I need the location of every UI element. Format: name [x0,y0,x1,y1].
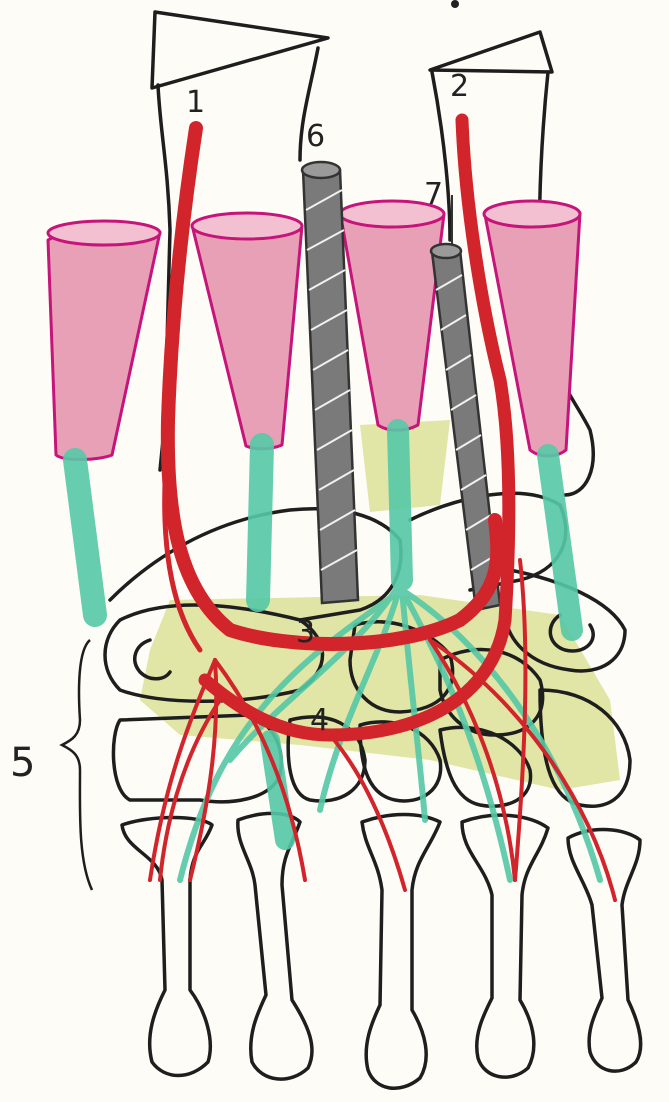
artery-branch-d [330,735,405,890]
muscle-belly-2 [192,215,302,449]
muscle-top-2 [192,213,302,239]
label-6: 6 [306,119,325,154]
label-1: 1 [186,85,205,120]
label-3: 3 [296,615,315,650]
metatarsal-bones [122,813,641,1088]
label-4: 4 [310,703,329,738]
label-7: 7 [424,177,443,212]
metatarsal-3 [362,815,440,1089]
top-dot-mark [451,0,459,8]
bone-cap-right [430,32,552,72]
label-2: 2 [450,69,469,104]
muscle-top-4 [484,201,580,227]
tendon-4 [548,455,572,630]
label-5: 5 [10,740,35,786]
metatarsal-1 [122,818,212,1076]
bone-cap-left [152,12,328,88]
tendon-2 [258,445,262,600]
muscle-belly-3 [340,203,444,430]
muscle-top-1 [48,221,160,245]
tendon-3-main [398,430,402,580]
tendon-1 [75,460,95,615]
sheath-7 [431,195,500,610]
bracket-5 [62,640,92,890]
muscle-belly-1 [48,224,160,459]
